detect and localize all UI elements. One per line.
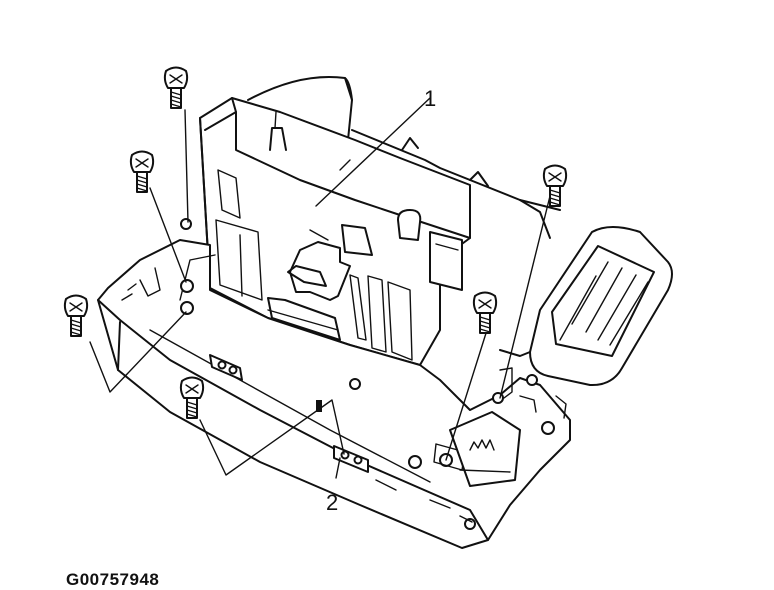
callout-1: 1 bbox=[424, 86, 437, 111]
figure-code: G00757948 bbox=[66, 570, 160, 589]
screw-icon bbox=[472, 291, 498, 334]
leader-lines bbox=[89, 97, 551, 479]
trim-bezel bbox=[97, 218, 571, 549]
callout-2: 2 bbox=[326, 490, 339, 515]
radio-unit bbox=[199, 97, 471, 366]
screw-icon bbox=[63, 294, 89, 337]
screw-icon bbox=[129, 150, 155, 193]
air-vent bbox=[499, 226, 673, 387]
screw-icon bbox=[542, 164, 568, 207]
rear-housing bbox=[247, 75, 561, 239]
screw-icon bbox=[163, 66, 189, 109]
